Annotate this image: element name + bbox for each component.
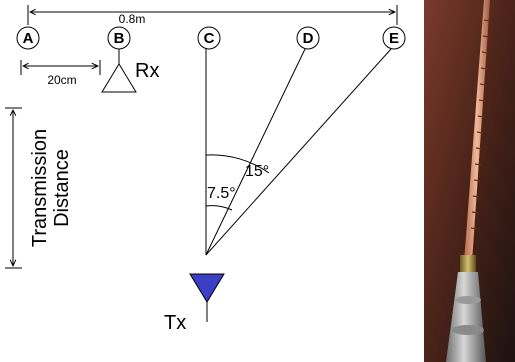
width-label: 0.8m bbox=[119, 12, 146, 26]
node-a: A bbox=[16, 26, 40, 50]
beam-lines bbox=[205, 48, 392, 256]
distance-label-line2: Distance bbox=[51, 149, 73, 227]
node-e-label: E bbox=[389, 30, 399, 47]
angle-arc-small bbox=[205, 205, 233, 211]
distance-label-line1: Transmission bbox=[29, 129, 51, 247]
node-b-label: B bbox=[114, 30, 125, 47]
spacing-dimension: 20cm bbox=[20, 60, 101, 87]
node-e: E bbox=[382, 26, 406, 50]
node-c-label: C bbox=[204, 30, 215, 47]
angle-arc-large bbox=[205, 154, 270, 174]
beam-line-e bbox=[205, 48, 392, 256]
antenna-layout-diagram: 0.8m A B C D E 20cm Rx Transmission Di bbox=[5, 5, 406, 334]
antenna-photo bbox=[424, 0, 515, 362]
distance-dimension bbox=[5, 107, 22, 269]
angle-large-label: 15° bbox=[245, 163, 269, 180]
beam-line-d bbox=[205, 48, 306, 256]
node-b: B bbox=[107, 26, 131, 50]
tx-label: Tx bbox=[164, 312, 186, 334]
width-dimension: 0.8m bbox=[27, 5, 398, 26]
rx-label: Rx bbox=[135, 60, 159, 82]
spacing-label: 20cm bbox=[47, 73, 76, 87]
node-d-label: D bbox=[303, 30, 314, 47]
angle-arcs bbox=[205, 154, 270, 211]
rx-antenna-icon bbox=[101, 49, 137, 93]
tx-antenna-icon bbox=[189, 273, 225, 322]
node-c: C bbox=[197, 26, 221, 50]
node-d: D bbox=[296, 26, 320, 50]
node-a-label: A bbox=[23, 30, 34, 47]
angle-small-label: 7.5° bbox=[207, 185, 236, 202]
